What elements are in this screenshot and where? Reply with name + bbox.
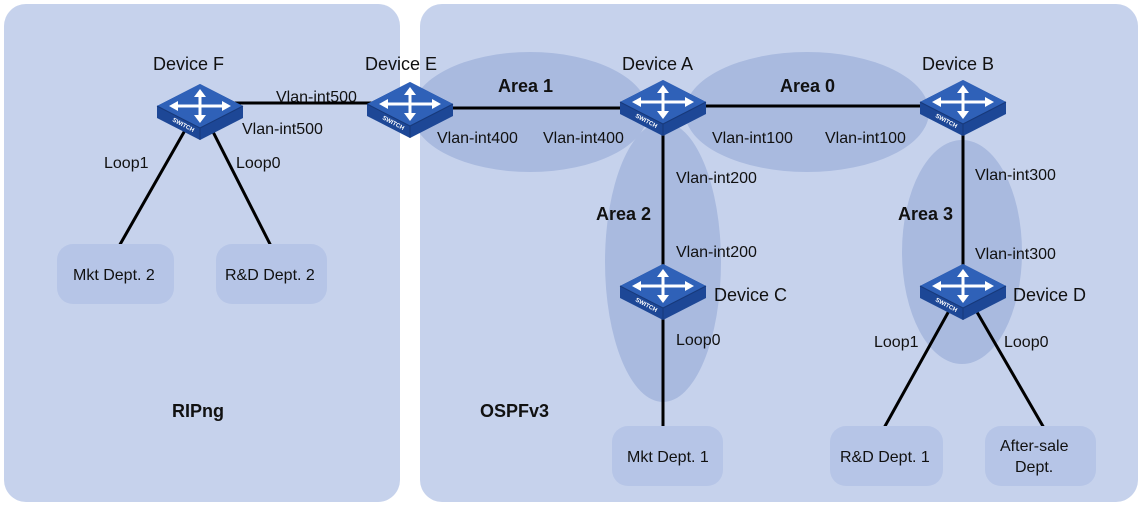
dept-rd1-label: R&D Dept. 1	[840, 449, 930, 466]
area0-ellipse	[685, 52, 929, 172]
iface-e-to-f: Vlan-int500	[276, 89, 357, 106]
iface-f-loop0: Loop0	[236, 155, 281, 172]
iface-d-to-b: Vlan-int300	[975, 246, 1056, 263]
dept-mkt1-box	[612, 426, 723, 486]
dept-aftersale-label-line1: After-sale	[1000, 438, 1069, 455]
ospfv3-label: OSPFv3	[480, 401, 549, 421]
link-d-aftersale	[968, 298, 1046, 430]
device-a-label: Device A	[622, 54, 693, 74]
iface-f-loop1: Loop1	[104, 155, 149, 172]
iface-a-to-b: Vlan-int100	[712, 130, 793, 147]
area1-ellipse	[412, 52, 648, 172]
area1-label: Area 1	[498, 76, 553, 96]
link-f-mkt2	[116, 116, 194, 250]
dept-mkt2-label: Mkt Dept. 2	[73, 267, 155, 284]
dept-rd2-box	[216, 244, 327, 304]
iface-c-loop0: Loop0	[676, 332, 721, 349]
iface-b-to-d: Vlan-int300	[975, 167, 1056, 184]
dept-mkt2-box	[57, 244, 174, 304]
iface-d-loop0: Loop0	[1004, 334, 1049, 351]
dept-aftersale-box	[985, 426, 1096, 486]
iface-f-to-e: Vlan-int500	[242, 121, 323, 138]
dept-mkt1-label: Mkt Dept. 1	[627, 449, 709, 466]
iface-a-to-c: Vlan-int200	[676, 170, 757, 187]
dept-rd1-box	[830, 426, 943, 486]
device-d-label: Device D	[1013, 285, 1086, 305]
ripng-label: RIPng	[172, 401, 224, 421]
link-f-rd2	[204, 116, 274, 250]
area2-label: Area 2	[596, 204, 651, 224]
device-c-label: Device C	[714, 285, 787, 305]
device-f-label: Device F	[153, 54, 224, 74]
device-b-label: Device B	[922, 54, 994, 74]
iface-b-to-a: Vlan-int100	[825, 130, 906, 147]
device-e-label: Device E	[365, 54, 437, 74]
ripng-region	[4, 4, 400, 502]
iface-d-loop1: Loop1	[874, 334, 919, 351]
iface-e-to-a: Vlan-int400	[437, 130, 518, 147]
iface-c-to-a: Vlan-int200	[676, 244, 757, 261]
dept-aftersale-label-line2: Dept.	[1015, 459, 1053, 476]
link-d-rd1	[882, 298, 957, 430]
iface-a-to-e: Vlan-int400	[543, 130, 624, 147]
area0-label: Area 0	[780, 76, 835, 96]
dept-rd2-label: R&D Dept. 2	[225, 267, 315, 284]
area3-label: Area 3	[898, 204, 953, 224]
